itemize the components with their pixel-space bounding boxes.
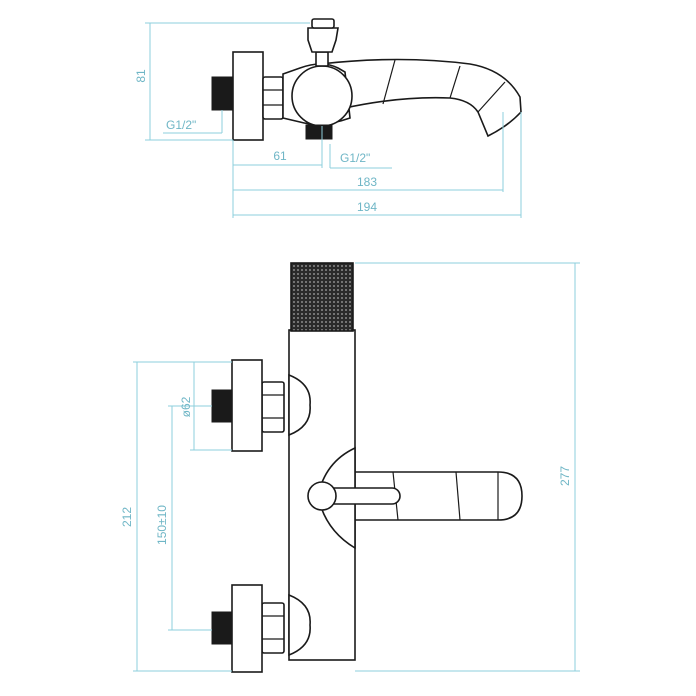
dim-eccentric-diameter-label: ø62 xyxy=(179,396,193,417)
side-diverter-stem xyxy=(315,51,329,67)
upper-hex-nut xyxy=(261,381,285,433)
lower-inlet-dome xyxy=(288,593,311,657)
side-diverter-knob xyxy=(307,27,339,53)
dim-height-label: 81 xyxy=(134,69,148,83)
dim-total-height-label: 277 xyxy=(558,466,572,486)
side-outlet-connector xyxy=(305,124,333,140)
upper-wall-flange xyxy=(231,359,263,452)
front-view xyxy=(211,262,523,673)
diverter-knob xyxy=(307,481,337,511)
lower-hex-nut xyxy=(261,602,285,654)
dim-centers-label: 150±10 xyxy=(155,505,169,545)
lower-wall-flange xyxy=(231,584,263,673)
dim-outlet-thread-label: G1/2" xyxy=(340,151,370,165)
side-view xyxy=(211,18,522,141)
side-spout xyxy=(318,58,522,138)
dim-inlet-thread-label: G1/2" xyxy=(166,118,196,132)
front-dimensions: 277 212 150±10 ø62 xyxy=(120,262,580,672)
dim-spout-length-label: 183 xyxy=(357,175,377,189)
side-dimensions: 81 G1/2" 61 G1/2" 183 194 xyxy=(134,22,522,218)
dim-total-length-label: 194 xyxy=(357,200,377,214)
side-wall-flange xyxy=(232,51,264,141)
knurled-handle xyxy=(290,262,354,332)
dim-outer-height-label: 212 xyxy=(120,507,134,527)
upper-inlet-connector xyxy=(211,389,233,423)
upper-inlet-dome xyxy=(288,373,311,437)
dim-outlet-offset-label: 61 xyxy=(273,149,287,163)
lower-inlet-connector xyxy=(211,611,233,645)
side-diverter-disc xyxy=(291,65,353,127)
side-inlet-connector xyxy=(211,76,234,111)
side-hex-nut xyxy=(262,76,284,120)
